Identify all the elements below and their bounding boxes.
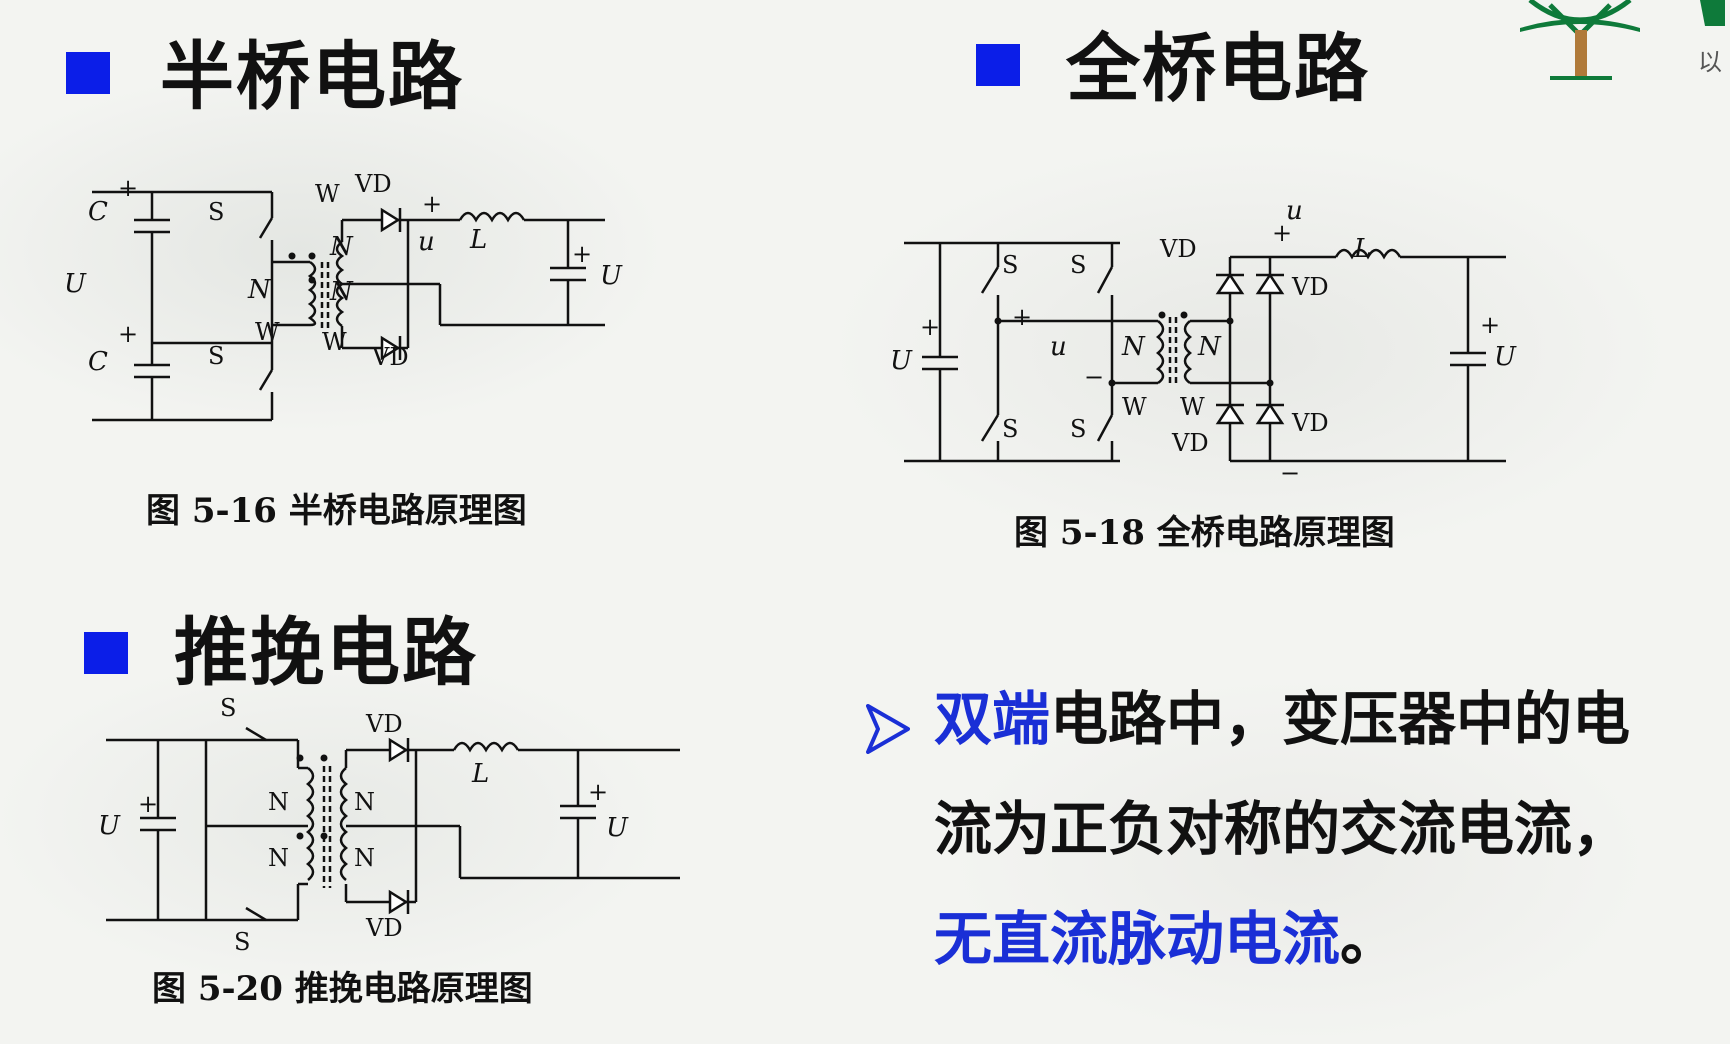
svg-text:S: S <box>208 198 224 226</box>
svg-text:+: + <box>1012 303 1032 331</box>
note-line-3: 无直流脉动电流。 <box>934 910 1398 968</box>
svg-text:U: U <box>600 261 623 291</box>
svg-text:+: + <box>920 313 940 341</box>
svg-text:u: u <box>1286 196 1303 226</box>
full-bridge-caption: 图 5-18 全桥电路原理图 <box>1014 513 1395 553</box>
svg-text:N: N <box>329 277 354 307</box>
note-highlight-double-ended: 双端 <box>934 685 1051 753</box>
note-line-2: 流为正负对称的交流电流， <box>934 795 1631 863</box>
svg-text:N: N <box>268 844 289 872</box>
svg-text:VD: VD <box>365 914 403 942</box>
arrowhead-bullet-icon <box>866 704 910 754</box>
svg-text:L: L <box>469 225 487 255</box>
svg-text:S: S <box>1002 251 1018 279</box>
svg-text:−: − <box>1084 363 1104 391</box>
half-bridge-circuit: C C U N N N u L U S S W W VD W VD + + + … <box>64 170 623 422</box>
svg-text:+: + <box>138 790 158 818</box>
svg-text:+: + <box>572 240 592 268</box>
note-highlight-no-dc: 无直流脉动电流 <box>934 905 1341 973</box>
svg-text:U: U <box>606 813 629 843</box>
svg-text:S: S <box>234 928 250 956</box>
svg-text:W: W <box>255 318 280 346</box>
svg-text:+: + <box>118 174 138 202</box>
push-pull-circuit: U L U S S N N N N VD VD + + <box>98 694 680 956</box>
half-bridge-caption: 图 5-16 半桥电路原理图 <box>146 491 527 531</box>
svg-text:S: S <box>208 342 224 370</box>
half-bridge-heading: 半桥电路 <box>160 34 464 120</box>
svg-text:−: − <box>1280 459 1300 487</box>
bullet-square-icon <box>84 632 128 674</box>
svg-text:C: C <box>88 197 108 227</box>
svg-text:S: S <box>1070 415 1086 443</box>
svg-text:u: u <box>418 227 435 257</box>
svg-text:N: N <box>354 788 375 816</box>
svg-text:N: N <box>1121 332 1146 362</box>
svg-text:VD: VD <box>1171 429 1209 457</box>
bullet-square-icon <box>66 52 110 94</box>
logo-text: 以 <box>1698 48 1722 76</box>
svg-text:u: u <box>1050 332 1067 362</box>
tree-book-logo-icon: 以 <box>1520 0 1725 80</box>
svg-text:S: S <box>1070 251 1086 279</box>
svg-text:U: U <box>1494 342 1517 372</box>
note-line-1-rest: 电路中，变压器中的电 <box>1050 685 1631 753</box>
svg-text:N: N <box>354 844 375 872</box>
svg-text:S: S <box>1002 415 1018 443</box>
svg-text:+: + <box>1272 219 1292 247</box>
svg-text:W: W <box>1180 393 1205 421</box>
svg-text:S: S <box>220 694 236 722</box>
svg-text:+: + <box>588 778 608 806</box>
svg-text:N: N <box>1197 332 1222 362</box>
push-pull-caption: 图 5-20 推挽电路原理图 <box>152 969 533 1009</box>
svg-text:+: + <box>422 190 442 218</box>
push-pull-heading: 推挽电路 <box>174 610 478 696</box>
svg-text:VD: VD <box>1291 409 1329 437</box>
svg-text:U: U <box>64 269 87 299</box>
svg-text:U: U <box>890 346 913 376</box>
full-bridge-heading: 全桥电路 <box>1066 26 1370 112</box>
note-line-1: 双端电路中，变压器中的电 <box>934 690 1630 748</box>
svg-text:N: N <box>329 232 354 262</box>
svg-text:N: N <box>247 275 272 305</box>
svg-text:VD: VD <box>354 170 392 198</box>
svg-text:+: + <box>1480 311 1500 339</box>
svg-text:VD: VD <box>1291 273 1329 301</box>
svg-text:VD: VD <box>1159 235 1197 263</box>
svg-text:N: N <box>268 788 289 816</box>
svg-text:U: U <box>98 811 121 841</box>
svg-text:C: C <box>88 347 108 377</box>
bullet-square-icon <box>976 44 1020 86</box>
note-line-3-end: 。 <box>1340 905 1399 973</box>
svg-text:W: W <box>1122 393 1147 421</box>
svg-text:VD: VD <box>371 343 409 371</box>
svg-text:L: L <box>471 759 489 789</box>
svg-text:L: L <box>1353 234 1371 264</box>
svg-text:VD: VD <box>365 710 403 738</box>
svg-text:W: W <box>322 328 347 356</box>
svg-text:W: W <box>315 180 340 208</box>
full-bridge-circuit: U u N N u L U S S S S W W VD VD VD VD + … <box>890 196 1517 487</box>
svg-text:+: + <box>118 320 138 348</box>
